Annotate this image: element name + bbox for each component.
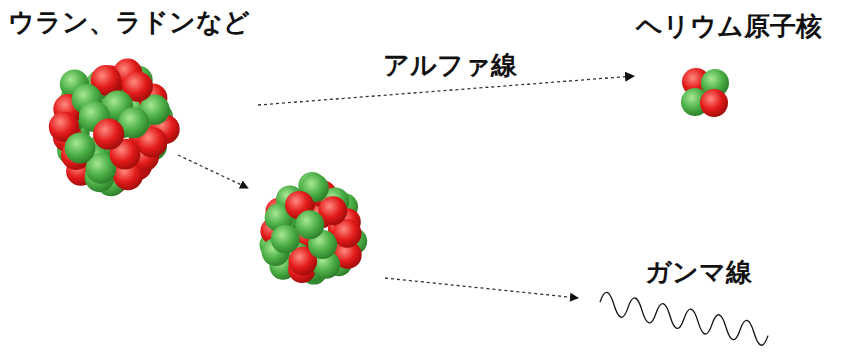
nucleus-cluster	[35, 52, 187, 204]
proton-sphere	[93, 119, 124, 150]
nucleus-label: ヘリウム原子核	[636, 10, 822, 42]
neutron-sphere	[271, 225, 300, 254]
gamma-wave	[600, 292, 768, 345]
neutron-sphere	[65, 133, 96, 164]
nucleus-cluster	[672, 60, 738, 126]
nucleus-node: ヘリウム原子核	[636, 10, 828, 125]
edge-label: アルファ線	[383, 49, 517, 81]
ray-label: ガンマ線	[645, 256, 752, 288]
daughter-nucleus	[260, 172, 368, 285]
alpha-ray-arrow	[258, 76, 634, 105]
nucleus-node: ウラン、ラドンなど	[8, 6, 256, 206]
proton-sphere	[700, 89, 728, 117]
decay-arrow	[178, 155, 248, 188]
nucleus-label: ウラン、ラドンなど	[8, 6, 250, 38]
gamma-arrow	[385, 278, 578, 298]
neutron-sphere	[295, 210, 324, 239]
